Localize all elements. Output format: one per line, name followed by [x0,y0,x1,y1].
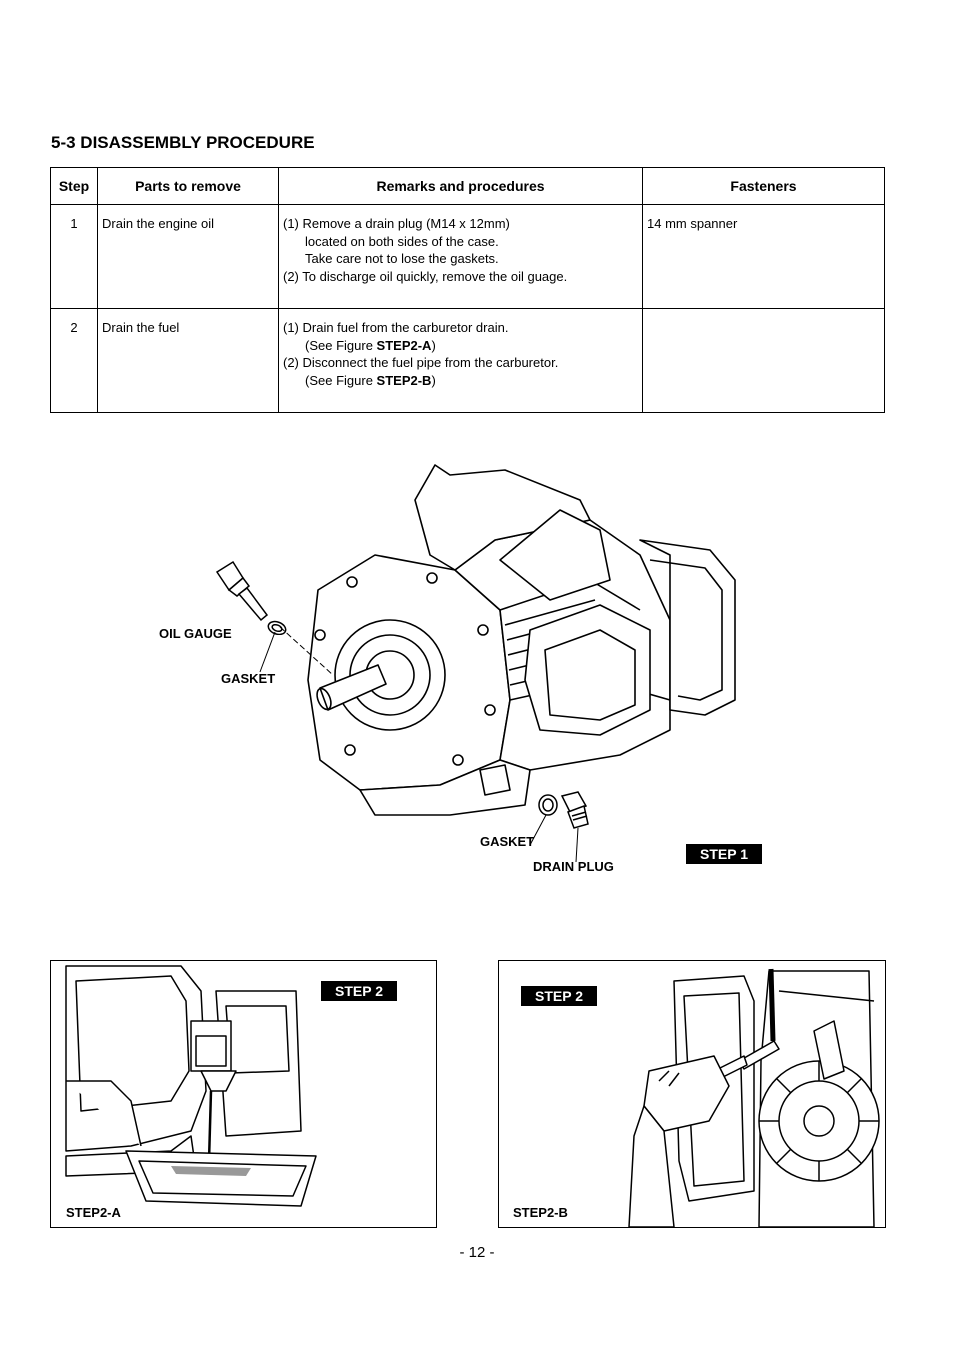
drain-plug-label: DRAIN PLUG [533,859,614,874]
header-fasteners: Fasteners [642,167,885,205]
remark-line: (1) Remove a drain plug (M14 x 12mm) [283,216,510,231]
row-remarks: (1) Drain fuel from the carburetor drain… [278,308,643,413]
figure-ref: STEP2-B [376,372,432,388]
engine-illustration [307,464,736,816]
gasket-leader-top [259,631,276,673]
row-remarks: (1) Remove a drain plug (M14 x 12mm) loc… [278,204,643,309]
section-title: 5-3 DISASSEMBLY PROCEDURE [51,133,315,152]
figure-step2b: STEP 2 STEP2-B [498,960,886,1228]
remark-text: (See Figure [305,372,377,388]
page-number: - 12 - [459,1244,495,1261]
step2b-illustration [628,968,880,1227]
remark-line: (2) Disconnect the fuel pipe from the ca… [283,355,559,370]
remark-line: (See Figure STEP2-A) [283,337,638,355]
gasket-label-top: GASKET [221,671,276,686]
remark-line: (2) To discharge oil quickly, remove the… [283,268,568,284]
remark-line: located on both sides of the case. [305,233,499,249]
table-header-row: Step Parts to remove Remarks and procedu… [50,167,885,205]
table-row: 1 Drain the engine oil (1) Remove a drai… [50,204,885,309]
row-step: 2 [50,308,98,413]
figure-step2a: STEP 2 STEP2-A [50,960,437,1228]
row-fasteners: 14 mm spanner [642,204,885,309]
figure-ref: STEP2-A [376,337,432,353]
oil-gauge-part [215,560,287,635]
procedure-table: Step Parts to remove Remarks and procedu… [50,167,885,413]
row-fasteners [642,308,885,413]
gasket-label-bottom: GASKET [480,834,535,849]
remark-line: Take care not to lose the gaskets. [305,251,499,266]
table-row: 2 Drain the fuel (1) Drain fuel from the… [50,308,885,413]
row-step: 1 [50,204,98,309]
step1-tag: STEP 1 [686,844,762,864]
step2a-illustration [65,965,317,1207]
row-part: Drain the engine oil [97,204,279,309]
remark-line: (1) Drain fuel from the carburetor drain… [283,320,509,335]
drain-plug-part [529,791,589,863]
dashed-leader [279,626,334,676]
oil-gauge-label: OIL GAUGE [159,626,232,641]
header-remarks: Remarks and procedures [278,167,643,205]
remark-text: (See Figure [305,337,377,353]
remark-line: (See Figure STEP2-B) [283,372,638,390]
remark-text: ) [431,337,436,353]
row-part: Drain the fuel [97,308,279,413]
header-parts: Parts to remove [97,167,279,205]
step2a-tag: STEP 2 [321,981,397,1001]
step2a-caption: STEP2-A [66,1205,121,1220]
remark-text: ) [431,372,436,388]
step2b-caption: STEP2-B [513,1205,568,1220]
step2b-tag: STEP 2 [521,986,597,1006]
header-step: Step [50,167,98,205]
